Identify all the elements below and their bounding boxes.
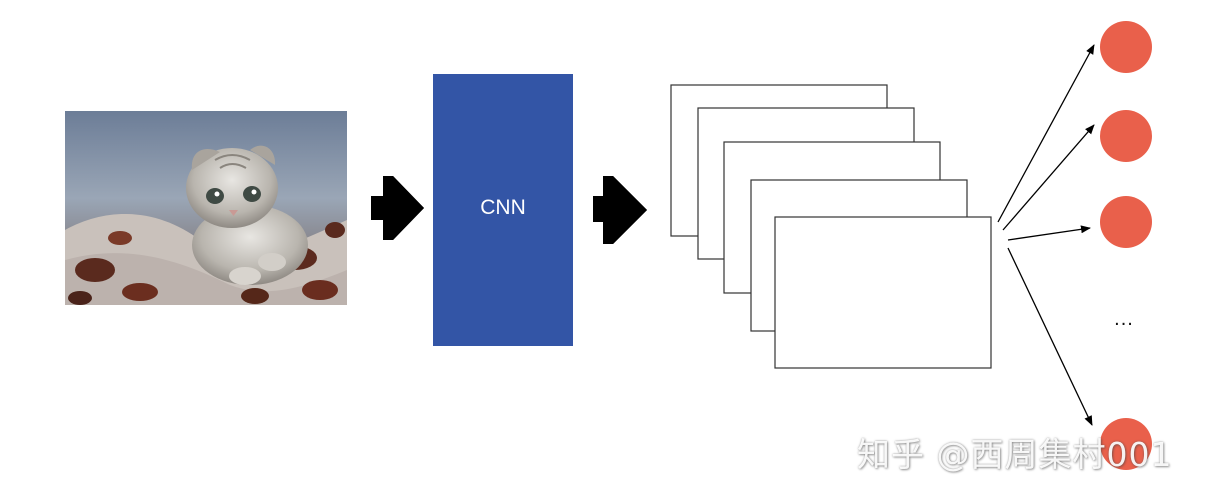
input-image [65, 111, 347, 305]
connector-line [997, 44, 1095, 223]
output-connectors [997, 44, 1095, 426]
ellipsis-label: ... [1114, 308, 1134, 330]
output-node [1100, 418, 1152, 470]
connector-line [1007, 225, 1091, 241]
output-nodes [1100, 21, 1152, 470]
arrow-right-icon [593, 176, 647, 244]
cnn-label: CNN [480, 196, 526, 219]
output-node [1100, 21, 1152, 73]
connector-line [1007, 247, 1093, 426]
connector-line [1002, 124, 1095, 231]
feature-map [774, 216, 992, 369]
watermark: 知乎 @西周集村001 [857, 435, 1173, 474]
cnn-block [433, 74, 573, 346]
output-node [1100, 196, 1152, 248]
feature-map-stack [670, 84, 992, 369]
output-node [1100, 110, 1152, 162]
arrow-right-icon [371, 176, 424, 240]
